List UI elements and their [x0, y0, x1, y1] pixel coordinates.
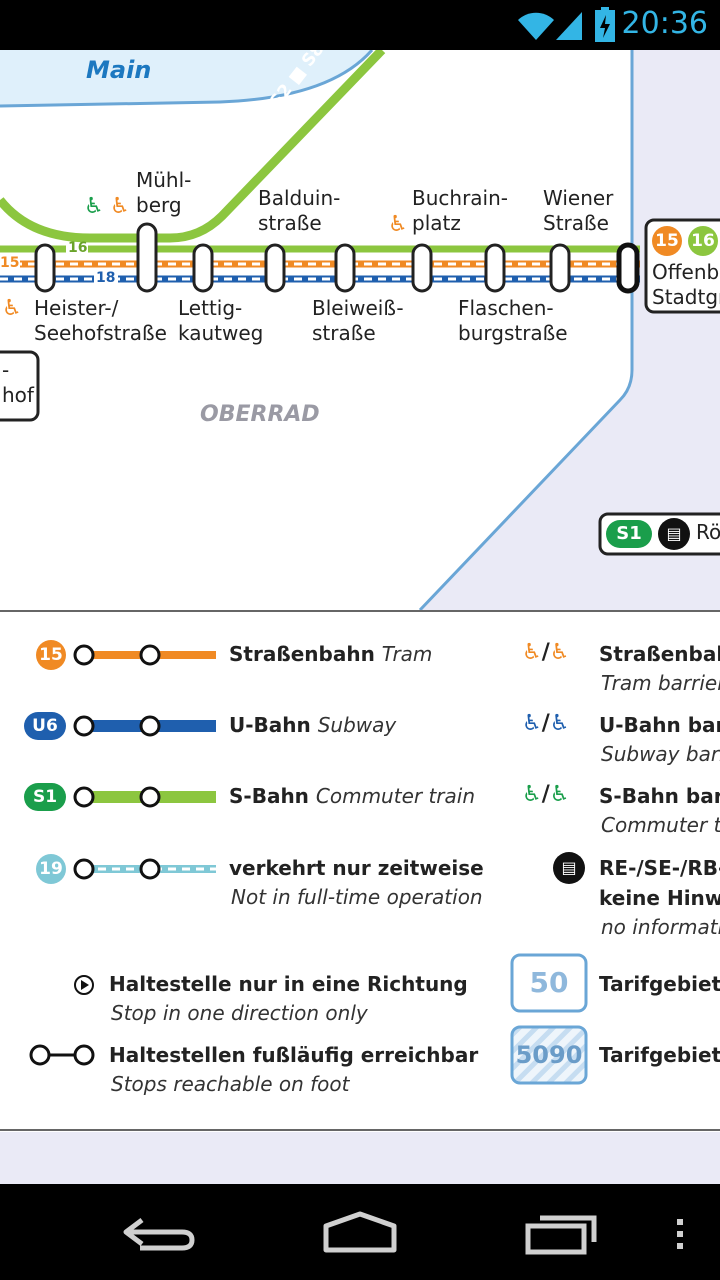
legend-one-direction-sub: Stop in one direction only — [111, 1001, 368, 1025]
legend-sbahn-barrier-sub: Commuter tr — [601, 813, 720, 837]
station-buchrainplatz[interactable]: Buchrain- platz — [412, 186, 508, 235]
legend-subway-barrier: U-Bahn barr — [599, 713, 720, 737]
wheelchair-tram-legend-icon: ♿/♿ — [522, 640, 570, 665]
legend-subway-barrier-sub: Subway barr — [601, 742, 720, 766]
legend-tram-barrier: Straßenbahn — [599, 642, 720, 666]
legend-sbahn: S-Bahn Commuter train — [229, 784, 476, 808]
wheelchair-tram-icon: ♿ — [110, 194, 130, 219]
station-box-s1[interactable]: Rö — [696, 520, 720, 544]
tariff-badge-50: 50 — [529, 966, 569, 999]
wheelchair-sbahn-icon: ♿ — [84, 194, 104, 219]
legend-walking: Haltestellen fußläufig erreichbar — [109, 1043, 479, 1067]
wheelchair-tram-icon: ♿ — [388, 212, 408, 237]
wheelchair-sbahn-legend-icon: ♿/♿ — [522, 782, 570, 807]
river-label: Main — [86, 56, 152, 84]
station-wiener-strasse[interactable]: Wiener Straße — [543, 186, 614, 235]
regional-train-icon: ▤ — [658, 518, 690, 550]
status-bar: 20:36 — [0, 0, 720, 50]
map-legend: 15 U6 S1 19 Straßenbahn Tram U-Bahn Subw… — [0, 610, 720, 1132]
legend-sbahn-barrier: S-Bahn barr — [599, 784, 720, 808]
line-badge-s1: S1 — [606, 520, 652, 548]
wifi-icon — [518, 12, 554, 41]
legend-subway: U-Bahn Subway — [229, 713, 397, 737]
line-18-label: 18 — [96, 270, 116, 286]
legend-badge-19: 19 — [36, 854, 66, 884]
station-muehlberg[interactable]: Mühl- berg — [136, 168, 192, 217]
station-bleiweissstrasse[interactable]: Bleiweiß- straße — [312, 296, 404, 345]
transit-map[interactable]: S1–S2 ■ S8–S9 Main OBERRAD 16 15 18 ♿ ♿ … — [0, 50, 720, 610]
recent-apps-icon[interactable] — [524, 1212, 600, 1256]
legend-temporary-sub: Not in full-time operation — [231, 885, 483, 909]
station-flaschenburgstrasse[interactable]: Flaschen- burgstraße — [458, 296, 568, 345]
line-badge-16: 16 — [688, 226, 718, 256]
legend-badge-s1: S1 — [24, 783, 66, 811]
battery-charging-icon — [595, 7, 615, 42]
legend-badge-u6: U6 — [24, 712, 66, 740]
legend-tram: Straßenbahn Tram — [229, 642, 433, 666]
regional-train-legend-icon: ▤ — [553, 852, 585, 884]
signal-icon — [556, 12, 582, 40]
legend-badge-15: 15 — [36, 640, 66, 670]
overflow-menu-icon[interactable] — [674, 1218, 686, 1250]
legend-regional-sub2: no informati — [601, 915, 720, 939]
station-box-left[interactable]: - hof — [2, 358, 34, 407]
legend-one-direction: Haltestelle nur in eine Richtung — [109, 972, 468, 996]
legend-walking-sub: Stops reachable on foot — [111, 1072, 350, 1096]
line-15-label: 15 — [0, 255, 20, 271]
legend-regional-sub: keine Hinwe — [599, 886, 720, 910]
back-icon[interactable] — [120, 1214, 200, 1254]
legend-tram-barrier-sub: Tram barrier — [601, 671, 720, 695]
status-clock: 20:36 — [621, 6, 708, 41]
legend-regional: RE-/SE-/RB- — [599, 856, 720, 880]
navigation-bar — [0, 1184, 720, 1280]
station-balduinstrasse[interactable]: Balduin- straße — [258, 186, 341, 235]
station-lettigkautweg[interactable]: Lettig- kautweg — [178, 296, 264, 345]
tariff-badge-5090: 5090 — [515, 1041, 583, 1069]
district-label: OBERRAD — [200, 402, 320, 427]
wheelchair-subway-legend-icon: ♿/♿ — [522, 711, 570, 736]
line-badge-15: 15 — [652, 226, 682, 256]
station-box-offenbach[interactable]: Offenb Stadtgr — [652, 260, 720, 309]
legend-tariff-5090: Tarifgebiet 5 — [599, 1043, 720, 1067]
legend-temporary: verkehrt nur zeitweise — [229, 856, 484, 880]
station-heister-seehofstrasse[interactable]: Heister-/ Seehofstraße — [34, 296, 167, 345]
line-16-label: 16 — [68, 240, 88, 256]
legend-tariff-50: Tarifgebiet 5 — [599, 972, 720, 996]
wheelchair-assist-tram-icon: ♿ — [2, 296, 22, 321]
home-icon[interactable] — [320, 1210, 400, 1254]
